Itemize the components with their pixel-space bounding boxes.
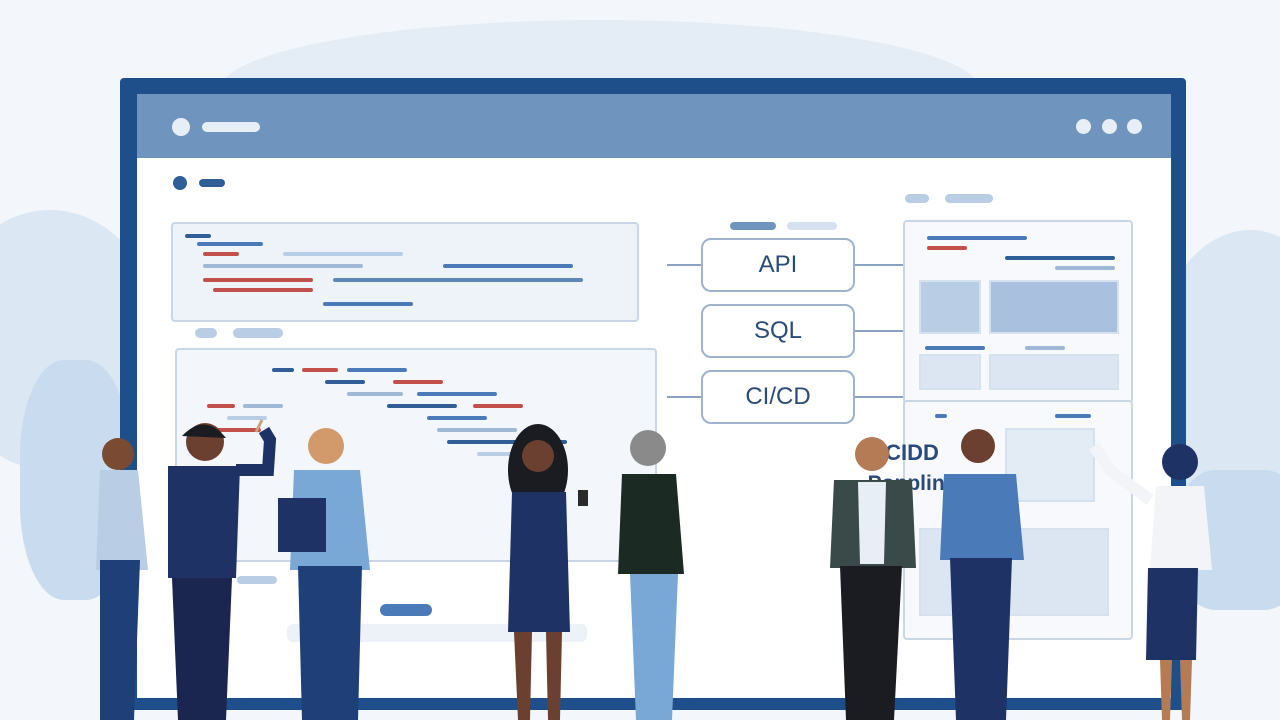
code-line: [203, 264, 363, 268]
pipeline-node-sql: SQL: [701, 304, 855, 358]
connector-line: [855, 330, 903, 332]
action-placeholder[interactable]: [380, 604, 432, 616]
window-dot-icon[interactable]: [1076, 119, 1091, 134]
code-line: [437, 428, 517, 432]
code-line: [473, 404, 523, 408]
code-line: [333, 278, 583, 282]
code-line: [213, 288, 313, 292]
window-dot-icon: [172, 118, 190, 136]
pipeline-header-placeholder: [787, 222, 837, 230]
section-label-placeholder: [195, 328, 217, 338]
person-figure: [830, 437, 916, 720]
preview-panel-bottom: [903, 400, 1133, 640]
code-line: [203, 252, 239, 256]
pipeline-header-placeholder: [730, 222, 776, 230]
code-line: [185, 234, 211, 238]
person-figure: [1089, 442, 1212, 720]
code-line: [1055, 414, 1091, 418]
code-line: [935, 414, 947, 418]
code-line: [272, 368, 294, 372]
panel-header-placeholder: [945, 194, 993, 203]
image-thumbnail: [919, 354, 981, 390]
code-line: [1055, 266, 1115, 270]
code-line: [427, 416, 487, 420]
person-figure: [508, 424, 570, 720]
code-line: [447, 440, 567, 444]
window-titlebar: [137, 94, 1171, 158]
code-line: [217, 428, 261, 432]
preview-panel-top: [903, 220, 1133, 404]
pipeline-node-cicd: CI/CD: [701, 370, 855, 424]
person-figure: [168, 423, 277, 720]
code-line: [387, 404, 457, 408]
image-thumbnail: [919, 280, 981, 334]
image-thumbnail: [989, 354, 1119, 390]
breadcrumb-placeholder: [199, 179, 225, 187]
code-line: [927, 236, 1027, 240]
connector-line: [667, 264, 701, 266]
image-thumbnail: [989, 280, 1119, 334]
footer-placeholder: [237, 576, 277, 584]
image-thumbnail: [1005, 428, 1095, 502]
code-line: [347, 392, 403, 396]
code-line: [325, 380, 365, 384]
code-line: [1005, 256, 1115, 260]
connector-line: [667, 396, 701, 398]
code-line: [323, 302, 413, 306]
code-line: [417, 392, 497, 396]
panel-header-placeholder: [905, 194, 929, 203]
person-figure: [940, 429, 1024, 720]
pipeline-caption-line1: CIDD: [885, 440, 939, 465]
code-line: [302, 368, 338, 372]
code-line: [393, 380, 443, 384]
code-line: [477, 452, 517, 456]
window-title-placeholder: [202, 122, 260, 132]
phone-icon: [578, 490, 588, 506]
status-dot-icon: [173, 176, 187, 190]
code-line: [927, 246, 967, 250]
code-line: [243, 404, 283, 408]
pipeline-node-api: API: [701, 238, 855, 292]
person-figure: [618, 430, 684, 720]
code-line: [203, 278, 313, 282]
window-dot-icon[interactable]: [1127, 119, 1142, 134]
code-line: [925, 346, 985, 350]
connector-line: [855, 264, 903, 266]
code-line: [197, 242, 263, 246]
person-figure: [96, 438, 148, 720]
pen-icon: [254, 419, 264, 433]
laptop-icon: [278, 498, 326, 552]
code-line: [207, 404, 235, 408]
code-line: [1025, 346, 1065, 350]
code-panel-top: [171, 222, 639, 322]
connector-line: [855, 396, 903, 398]
person-figure: [290, 428, 370, 720]
code-line: [227, 416, 267, 420]
code-line: [347, 368, 407, 372]
code-line: [443, 264, 573, 268]
code-line: [283, 252, 403, 256]
window-dot-icon[interactable]: [1102, 119, 1117, 134]
section-label-placeholder: [233, 328, 283, 338]
